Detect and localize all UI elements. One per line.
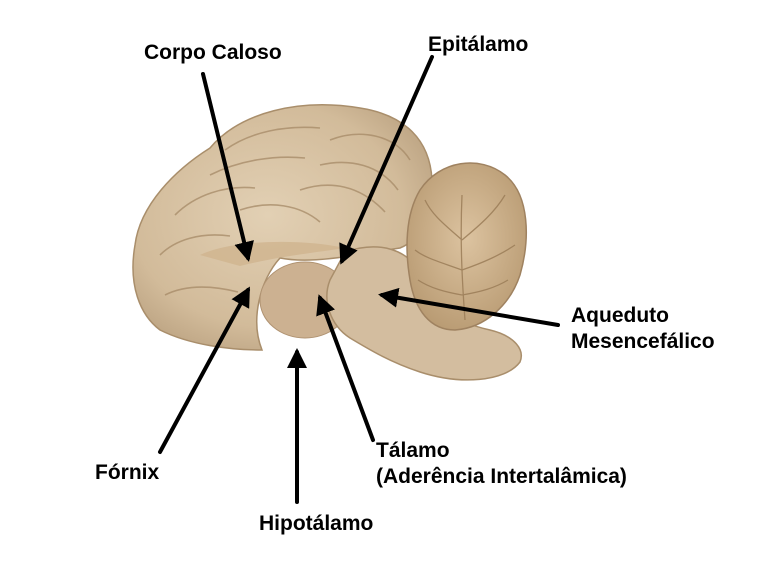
label-talamo: Tálamo (Aderência Intertalâmica) <box>376 438 627 490</box>
label-talamo-line2: (Aderência Intertalâmica) <box>376 465 627 488</box>
cerebrum <box>132 104 433 351</box>
arrows <box>158 55 560 504</box>
arrow-fornix <box>158 286 250 454</box>
label-aqueduto-mesencefalico: Aqueduto Mesencefálico <box>571 303 715 355</box>
label-fornix: Fórnix <box>95 461 160 484</box>
arrow-corpo-caloso <box>201 72 254 262</box>
gyri-texture <box>159 126 411 296</box>
label-epitalamo: Epitálamo <box>428 33 529 56</box>
label-talamo-line1: Tálamo <box>376 439 450 462</box>
label-hipotalamo: Hipotálamo <box>259 512 374 535</box>
arrow-talamo <box>316 294 375 442</box>
arrow-aqueduto <box>378 287 560 327</box>
label-aqueduto-line2: Mesencefálico <box>571 330 715 353</box>
arrow-epitalamo <box>339 55 434 265</box>
label-corpo-caloso: Corpo Caloso <box>144 41 282 64</box>
label-aqueduto-line1: Aqueduto <box>571 304 669 327</box>
cerebellum <box>406 162 527 331</box>
